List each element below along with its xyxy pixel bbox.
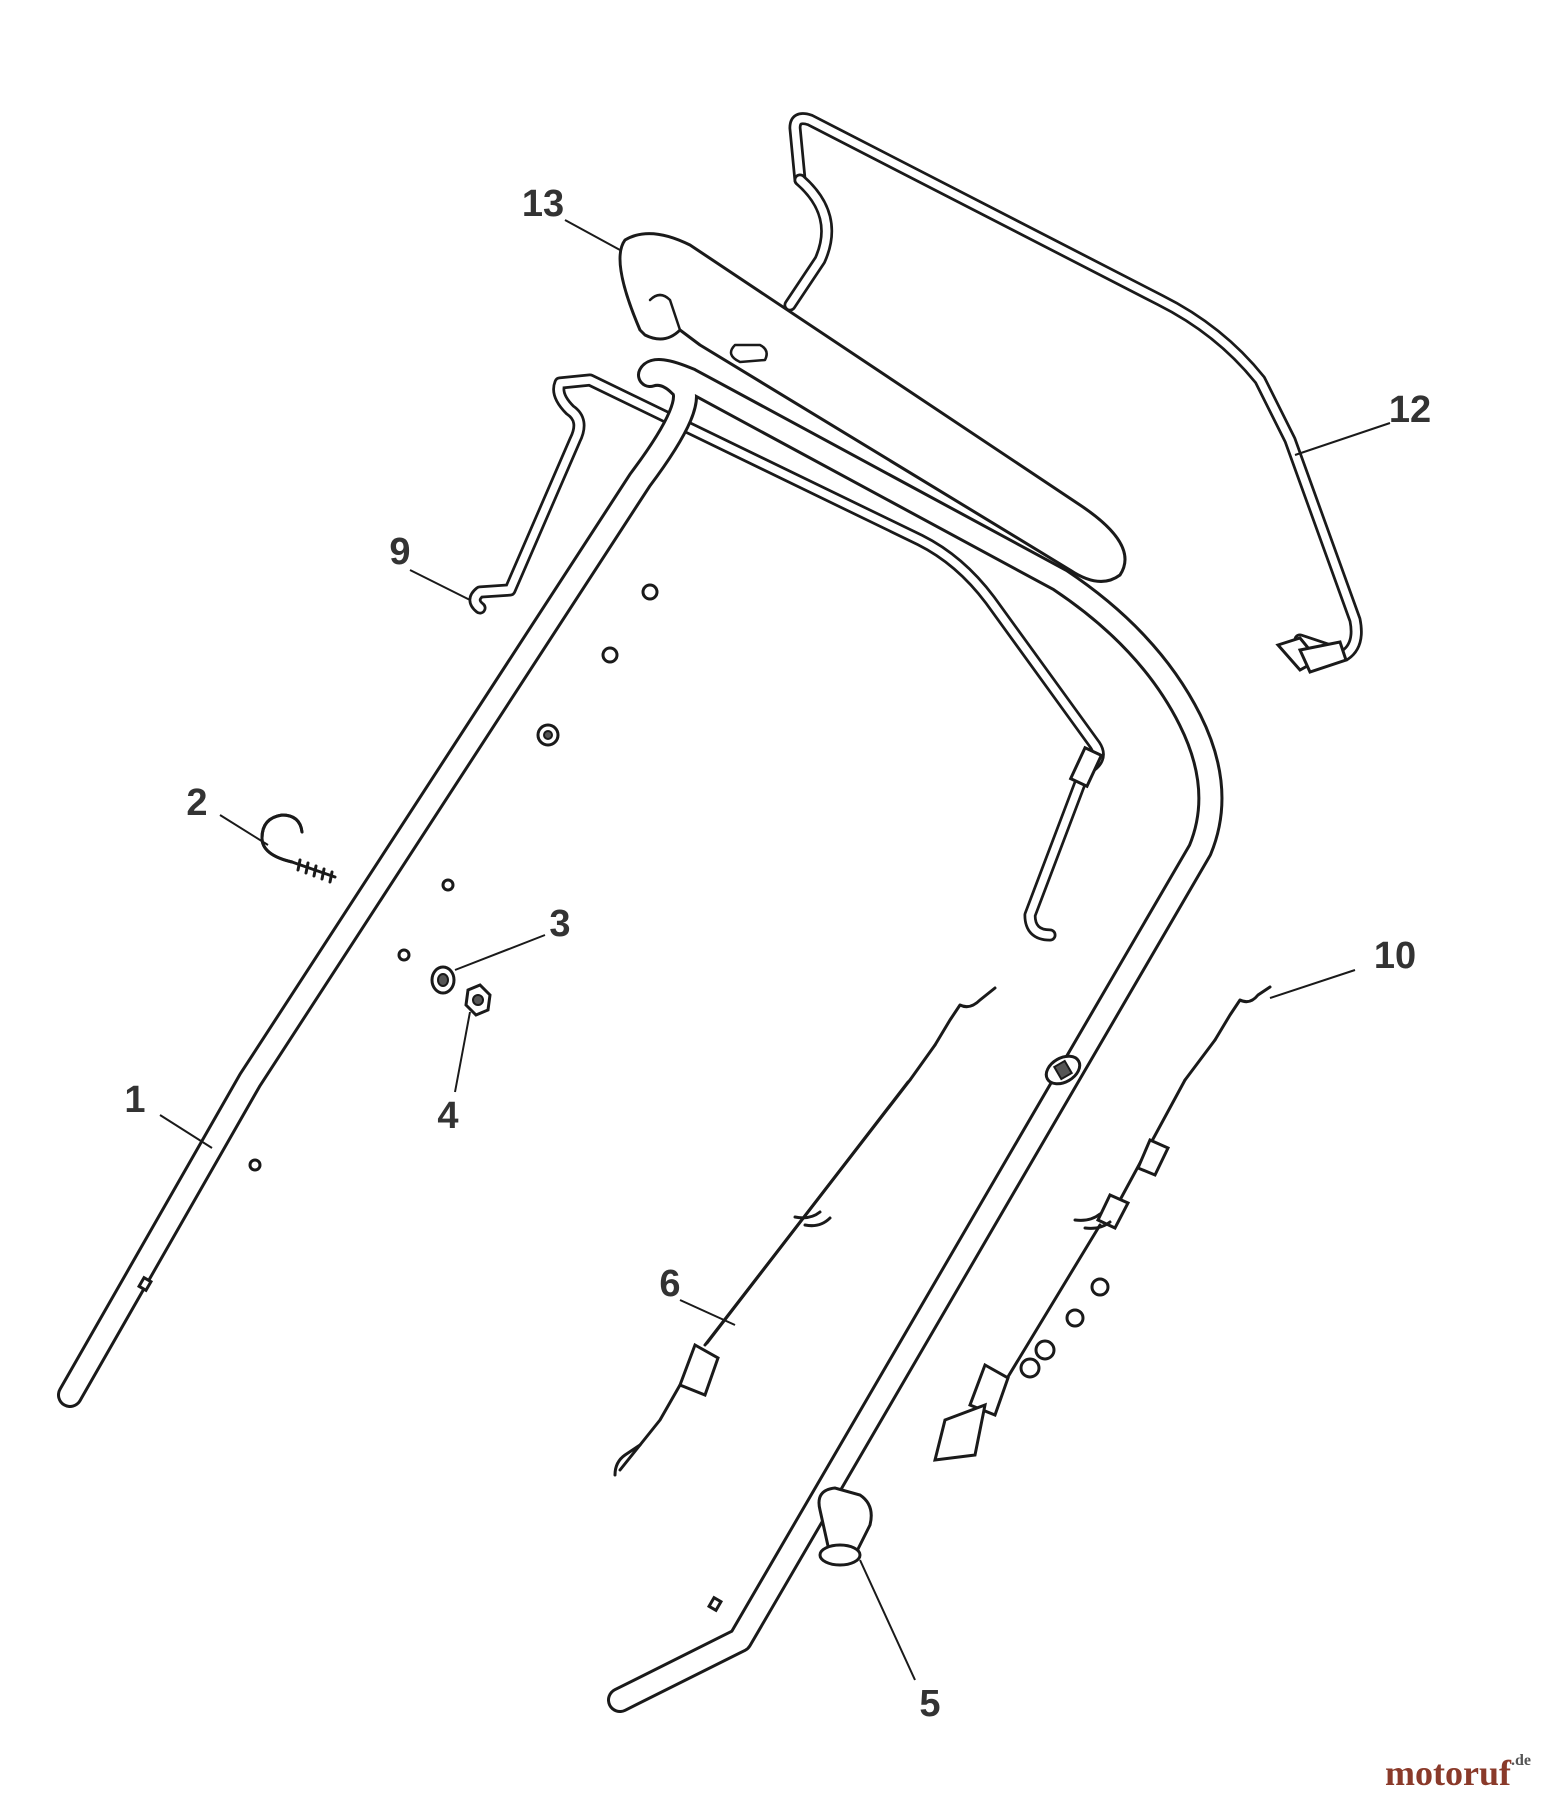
callout-3: 3: [549, 903, 570, 945]
callout-1: 1: [124, 1079, 145, 1121]
part-1-main-handle: [57, 358, 1224, 1713]
part-3-washer: [430, 965, 456, 995]
part-9-lower-bail: [468, 373, 1105, 942]
callout-10: 10: [1374, 935, 1416, 977]
part-6-cable: [613, 986, 997, 1477]
callout-13: 13: [522, 183, 564, 225]
part-4-nut: [464, 983, 492, 1017]
callout-12: 12: [1389, 389, 1431, 431]
watermark-brand: motoruf: [1385, 1753, 1511, 1793]
watermark-logo: motoruf.de: [1385, 1752, 1531, 1794]
watermark-tld: .de: [1511, 1752, 1531, 1769]
callout-5: 5: [919, 1683, 940, 1725]
callout-2: 2: [186, 782, 207, 824]
part-2-hook-bolt: [260, 813, 337, 884]
part-10-cable: [933, 985, 1272, 1462]
callout-4: 4: [437, 1095, 458, 1137]
leader-lines: [159, 219, 1391, 1681]
part-5-cable-clip: [817, 1486, 873, 1567]
callout-9: 9: [389, 531, 410, 573]
callout-labels: 1 2 3 4 5 6 9 10 12 13: [124, 183, 1431, 1725]
part-13-upper-grip: [618, 232, 1127, 583]
part-12-bail-bar: [783, 112, 1363, 674]
callout-6: 6: [659, 1263, 680, 1305]
